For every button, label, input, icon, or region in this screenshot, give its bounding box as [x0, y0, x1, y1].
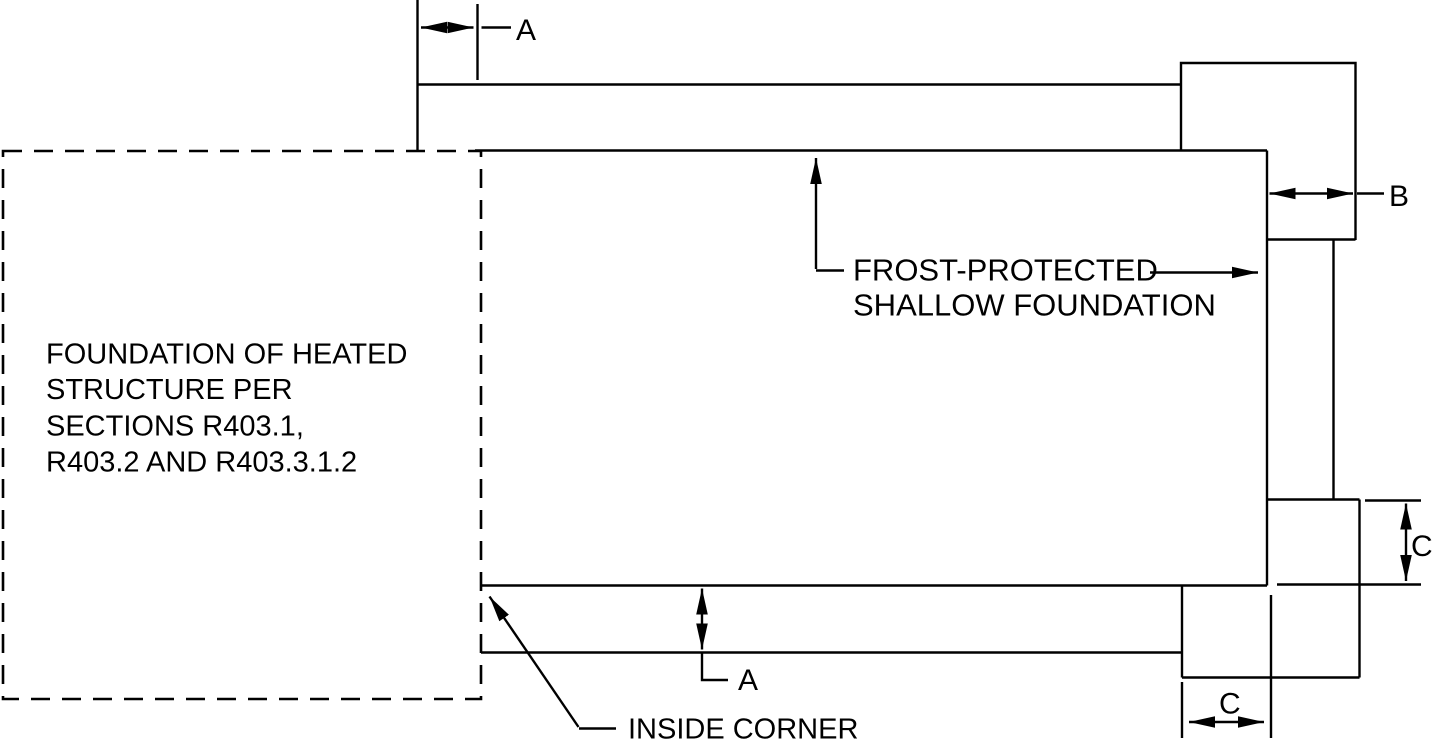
dim-a-bottom-leader [700, 653, 728, 682]
heated-foundation-label: FOUNDATION OF HEATED STRUCTURE PER SECTI… [46, 339, 407, 479]
dimension-b: B [1269, 180, 1409, 213]
foundation-outline-lines [416, 0, 1361, 679]
heated-structure-dashed-outline [1, 149, 483, 701]
dimension-a-bottom: A [696, 588, 758, 697]
dimension-c-right: C [1277, 499, 1433, 586]
dimension-c-bottom: C [1180, 595, 1273, 738]
dim-c-right-ticks [1277, 499, 1421, 586]
frost-protected-callout: FROST-PROTECTED SHALLOW FOUNDATION [810, 158, 1258, 323]
frost-label-line-2: SHALLOW FOUNDATION [853, 288, 1216, 323]
heated-label-line-4: R403.2 AND R403.3.1.2 [46, 447, 357, 479]
dim-c-bottom-label: C [1219, 688, 1241, 721]
dimension-a-top: A [421, 4, 536, 80]
heated-label-line-2: STRUCTURE PER [46, 374, 293, 406]
dim-b-label: B [1389, 180, 1409, 213]
inside-corner-arrow [488, 595, 580, 728]
heated-label-line-3: SECTIONS R403.1, [46, 411, 304, 443]
dim-c-bottom-ticks [1180, 595, 1273, 738]
frost-label-line-1: FROST-PROTECTED [853, 253, 1158, 288]
inside-corner-callout: INSIDE CORNER [488, 595, 858, 746]
heated-label-line-1: FOUNDATION OF HEATED [46, 339, 407, 371]
dim-a-bottom-label: A [738, 664, 758, 697]
dim-c-right-label: C [1411, 530, 1433, 563]
inside-corner-label: INSIDE CORNER [628, 714, 858, 746]
dim-a-top-label: A [516, 14, 536, 47]
